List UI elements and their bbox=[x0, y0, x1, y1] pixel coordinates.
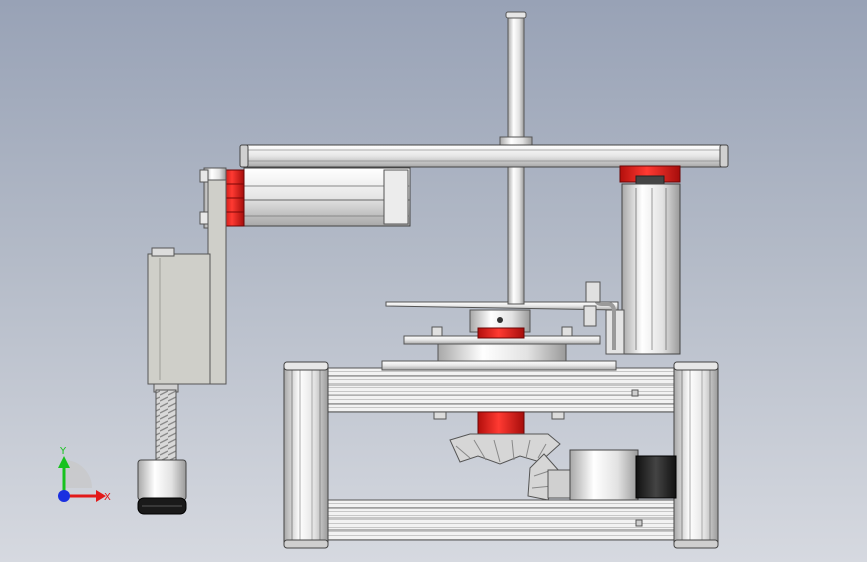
turntable-assembly bbox=[381, 301, 619, 371]
motor-body bbox=[635, 455, 677, 499]
arm-plate bbox=[385, 301, 619, 311]
coordinate-triad: Y X bbox=[58, 446, 111, 503]
frame-bottom-rail bbox=[319, 499, 681, 541]
bolt bbox=[635, 519, 643, 527]
actuator-body bbox=[621, 183, 681, 355]
bevel-gear bbox=[449, 433, 561, 465]
drive-gear-assembly bbox=[449, 411, 677, 501]
base-frame bbox=[283, 361, 719, 549]
z-axis-dot bbox=[58, 490, 70, 502]
red-coupling bbox=[477, 327, 525, 339]
slide-housing bbox=[147, 253, 211, 385]
standoff bbox=[431, 326, 443, 337]
lead-screw bbox=[155, 389, 177, 463]
bolt bbox=[551, 411, 565, 420]
right-actuator bbox=[583, 165, 681, 355]
frame-left-post bbox=[283, 361, 329, 549]
lower-red-coupling bbox=[477, 411, 525, 435]
bolt bbox=[433, 411, 447, 420]
y-axis-label: Y bbox=[59, 446, 67, 457]
base-plate bbox=[381, 360, 617, 371]
motor-flange bbox=[569, 449, 639, 501]
frame-top-rail bbox=[319, 367, 681, 413]
top-beam bbox=[239, 144, 729, 168]
frame-right-post bbox=[673, 361, 719, 549]
vertical-plate bbox=[207, 179, 227, 385]
pneumatic-cylinder-block bbox=[199, 167, 411, 229]
linear-slide-unit bbox=[137, 179, 227, 515]
standoff bbox=[561, 326, 573, 337]
set-screw bbox=[497, 317, 503, 323]
bolt bbox=[631, 389, 639, 397]
suction-body bbox=[137, 459, 187, 501]
fitting bbox=[585, 281, 601, 303]
fitting bbox=[583, 305, 597, 327]
x-axis-label: X bbox=[104, 492, 111, 503]
